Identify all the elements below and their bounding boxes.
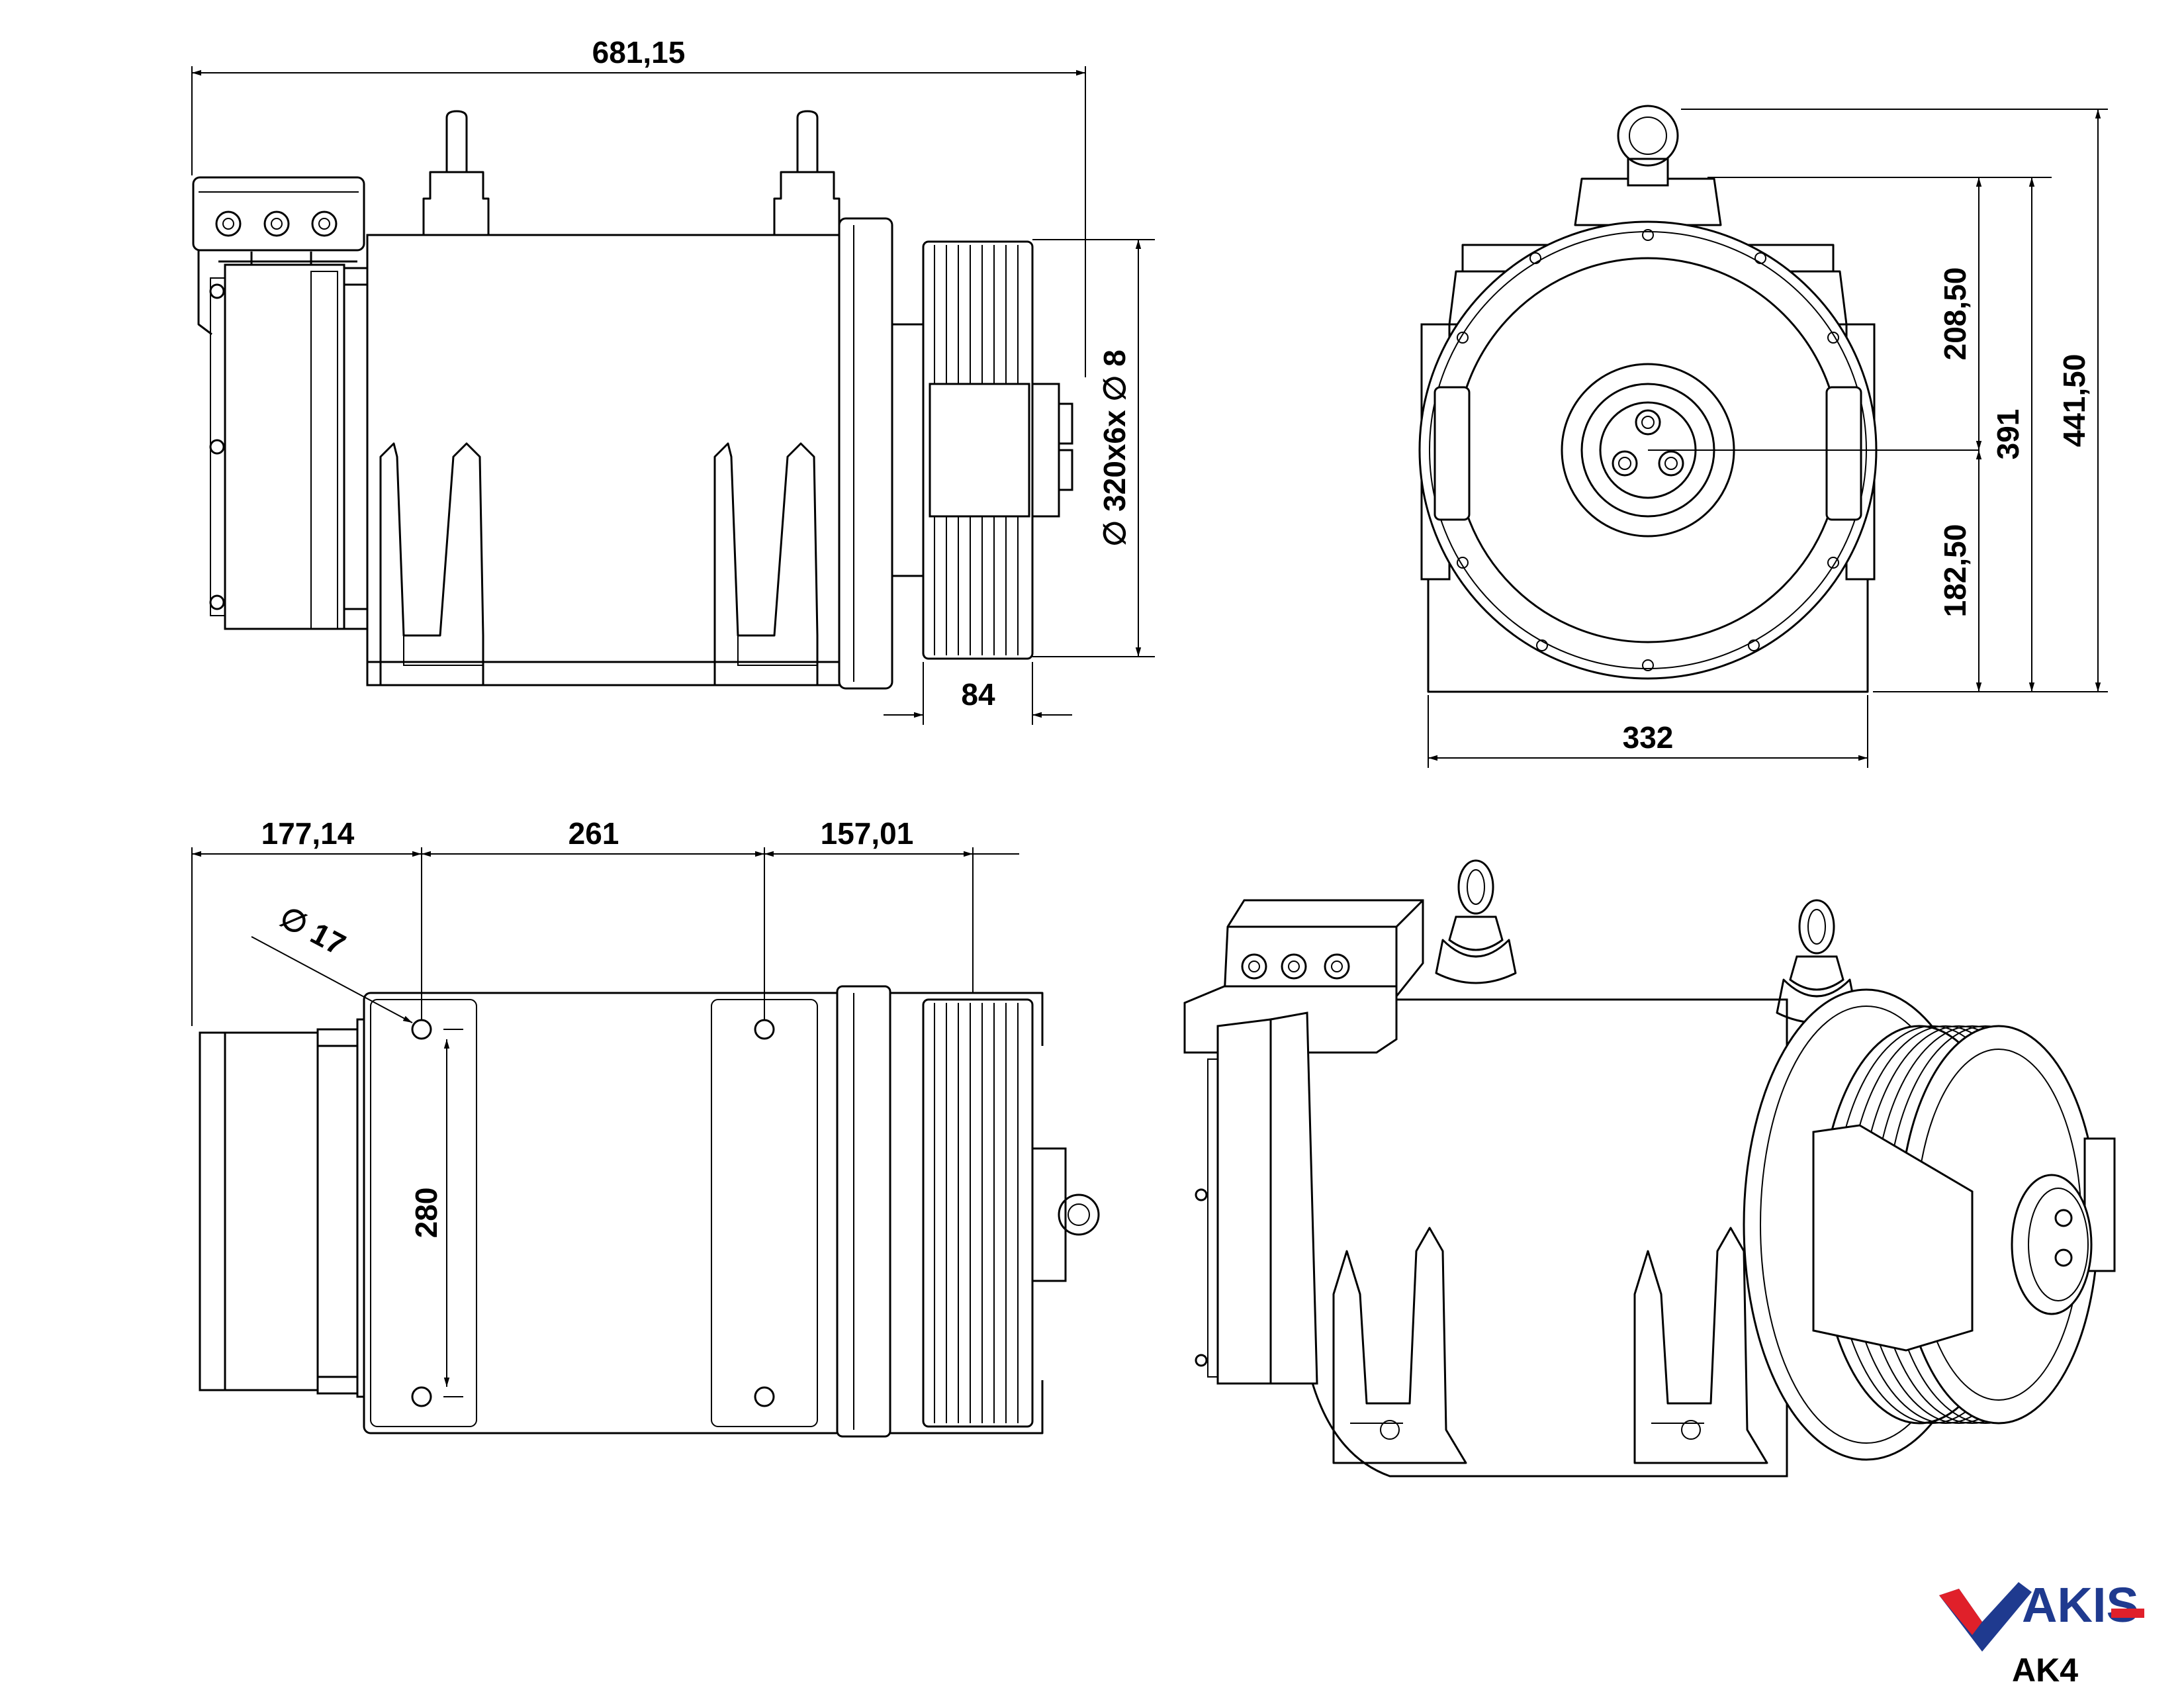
logo-text: AKIS <box>2022 1577 2139 1632</box>
dimension-labels: 681,15 ∅ 320x6x ∅ 8 84 208,50 391 441,50… <box>261 35 2091 1238</box>
dim-overall-length: 681,15 <box>592 35 686 70</box>
model-label: AK4 <box>2012 1652 2078 1688</box>
top-view <box>199 985 1100 1438</box>
top-view-dimensions <box>191 847 1019 1397</box>
dim-hole-diameter: ∅ 17 <box>274 899 351 962</box>
dim-total-height: 391 <box>1991 409 2025 460</box>
dim-offset-right: 157,01 <box>821 816 914 851</box>
front-view-dimensions <box>1428 109 2108 768</box>
dim-pulley-diameter: ∅ 320x6x ∅ 8 <box>1097 350 1132 547</box>
side-view <box>192 110 1073 690</box>
dim-pulley-width: 84 <box>961 677 995 712</box>
dim-upper-height: 208,50 <box>1938 267 1972 361</box>
front-view <box>1418 105 1979 693</box>
dim-width: 332 <box>1623 720 1674 755</box>
isometric-view <box>1183 859 2116 1477</box>
dim-offset-left: 177,14 <box>261 816 355 851</box>
dim-hole-spacing-length: 261 <box>569 816 619 851</box>
top-pulley-grooves <box>922 998 1034 1428</box>
akis-logo: AKIS AK4 <box>1939 1577 2144 1688</box>
dim-hole-spacing-width: 280 <box>409 1188 443 1239</box>
dim-eyebolt-height: 441,50 <box>2057 354 2091 447</box>
side-view-dimensions <box>191 66 1155 725</box>
dim-lower-height: 182,50 <box>1938 524 1972 618</box>
